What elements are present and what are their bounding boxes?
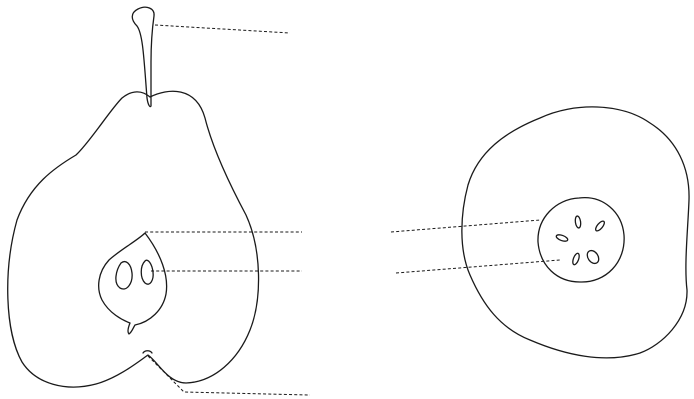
cross-section-label-lines	[391, 220, 560, 273]
seed	[575, 216, 582, 229]
longitudinal-label-lines	[145, 25, 310, 395]
core	[99, 233, 167, 334]
seed-label-line	[396, 260, 560, 273]
cross-section-seeds	[555, 216, 605, 266]
pear-cross-section	[391, 107, 689, 358]
seed	[141, 260, 153, 284]
seed	[572, 252, 581, 265]
cross-section-outline	[462, 107, 689, 358]
calyx	[143, 351, 152, 353]
seed	[555, 234, 568, 243]
pear-longitudinal-section	[8, 7, 310, 395]
seed	[585, 248, 601, 265]
seed	[594, 220, 606, 233]
cross-section-core	[538, 198, 624, 282]
pear-outline	[8, 91, 259, 387]
seed	[116, 262, 132, 289]
core-label-line	[391, 220, 540, 232]
stalk-label-line	[155, 25, 290, 33]
